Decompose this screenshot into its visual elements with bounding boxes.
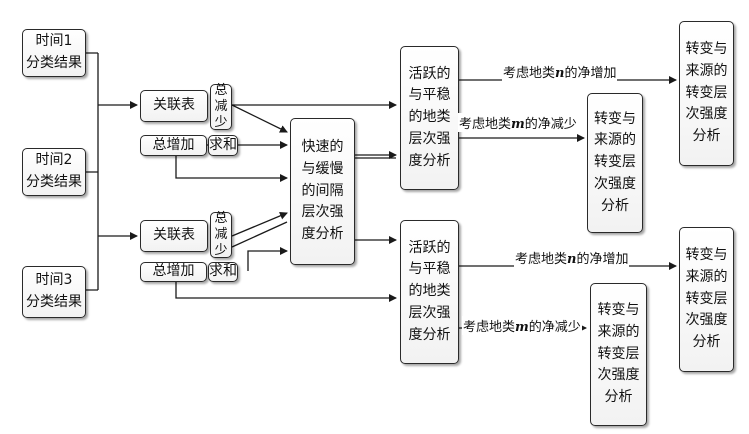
active-stable-2-line-4: 层次强 [408,304,451,321]
total-increase-box-1: 总增加 [140,135,207,156]
active-stable-1-line-3: 的地类 [408,109,451,126]
summation-box-2: 求和 [208,262,238,282]
total-decrease-char-1a: 总 [214,82,228,98]
transition-increase-1-line-5: 分析 [692,128,721,145]
summation-box-1: 求和 [208,135,238,156]
transition-decrease-2-line-3: 转变层 [597,345,640,362]
net-decrease-2-var: m [515,320,529,335]
transition-increase-1-line-2: 来源的 [685,62,728,79]
active-stable-analysis-box-2: 活跃的 与平稳 的地类 层次强 度分析 [400,220,459,364]
active-stable-2-line-5: 度分析 [408,326,451,343]
time2-sub-label: 分类结果 [26,174,82,190]
active-stable-2-line-3: 的地类 [408,283,451,300]
net-decrease-1-suffix: 的净减少 [524,117,577,132]
active-stable-1-line-2: 与平稳 [408,87,451,104]
total-increase-box-2: 总增加 [140,262,207,282]
transition-increase-2-line-2: 来源的 [685,268,728,285]
active-stable-2-line-2: 与平稳 [408,261,451,278]
total-decrease-box-2: 总 减 少 [210,210,232,259]
net-increase-label-1: 考虑地类n的净增加 [502,62,618,81]
transition-source-box-increase-2: 转变与 来源的 转变层 次强度 分析 [679,227,734,372]
transition-source-box-decrease-1: 转变与 来源的 转变层 次强度 分析 [587,93,643,233]
total-decrease-char-2c: 少 [214,243,228,259]
transition-decrease-2-line-2: 来源的 [597,323,640,340]
total-increase-label-1: 总增加 [152,136,195,153]
fast-slow-line-4: 层次强 [301,204,344,221]
transition-decrease-1-line-3: 转变层 [594,154,636,171]
transition-increase-2-line-3: 转变层 [685,290,728,307]
net-increase-label-2: 考虑地类n的净增加 [514,248,630,267]
transition-increase-1-line-3: 转变层 [685,84,728,101]
fast-slow-line-3: 的间隔 [301,182,344,199]
transition-increase-1-line-4: 次强度 [685,106,728,123]
total-decrease-box-1: 总 减 少 [210,82,232,131]
net-decrease-label-1: 考虑地类m的净减少 [458,113,578,132]
transition-increase-2-line-4: 次强度 [685,312,728,329]
net-decrease-2-suffix: 的净减少 [528,320,581,335]
fast-slow-interval-analysis-box: 快速的 与缓慢 的间隔 层次强 度分析 [290,118,355,265]
association-table-box-1: 关联表 [140,90,208,122]
transition-decrease-2-line-1: 转变与 [597,302,640,319]
transition-source-box-decrease-2: 转变与 来源的 转变层 次强度 分析 [590,283,647,426]
time3-sub-label: 分类结果 [26,294,82,310]
total-decrease-char-1b: 减 [214,98,228,114]
fast-slow-line-1: 快速的 [301,139,344,156]
net-decrease-2-prefix: 考虑地类 [463,320,516,335]
time2-result-box: 时间2 分类结果 [22,148,86,196]
total-decrease-char-1c: 少 [214,115,228,131]
time2-label: 时间2 [35,152,73,169]
transition-decrease-2-line-4: 次强度 [597,367,640,384]
active-stable-1-line-4: 层次强 [408,130,451,147]
transition-increase-2-line-5: 分析 [692,334,721,351]
transition-increase-1-line-1: 转变与 [685,41,728,58]
active-stable-1-line-1: 活跃的 [408,65,451,82]
summation-label-2: 求和 [209,263,237,280]
transition-source-box-increase-1: 转变与 来源的 转变层 次强度 分析 [679,21,734,166]
time1-sub-label: 分类结果 [26,55,82,71]
summation-label-1: 求和 [209,136,237,153]
transition-decrease-1-line-4: 次强度 [594,175,636,192]
transition-increase-2-line-1: 转变与 [685,247,728,264]
association-table-label-2: 关联表 [153,227,195,244]
net-increase-1-suffix: 的净增加 [564,66,617,81]
time1-result-box: 时间1 分类结果 [22,29,86,77]
net-decrease-1-prefix: 考虑地类 [459,117,512,132]
active-stable-1-line-5: 度分析 [408,152,451,169]
active-stable-2-line-1: 活跃的 [408,239,451,256]
time3-label: 时间3 [35,272,73,289]
active-stable-analysis-box-1: 活跃的 与平稳 的地类 层次强 度分析 [400,46,459,190]
fast-slow-line-5: 度分析 [301,226,344,243]
transition-decrease-1-line-2: 来源的 [594,132,636,149]
time1-label: 时间1 [35,33,73,50]
net-increase-1-prefix: 考虑地类 [503,66,556,81]
total-increase-label-2: 总增加 [152,263,195,280]
transition-decrease-1-line-5: 分析 [601,197,629,214]
association-table-label-1: 关联表 [153,97,195,114]
net-decrease-label-2: 考虑地类m的净减少 [462,316,582,335]
total-decrease-char-2b: 减 [214,226,228,242]
total-decrease-char-2a: 总 [214,210,228,226]
transition-decrease-2-line-5: 分析 [604,389,633,406]
transition-decrease-1-line-1: 转变与 [594,110,636,127]
net-increase-2-prefix: 考虑地类 [515,252,568,267]
net-increase-2-var: n [567,252,577,267]
fast-slow-line-2: 与缓慢 [301,160,344,177]
net-decrease-1-var: m [511,117,525,132]
net-increase-2-suffix: 的净增加 [576,252,629,267]
net-increase-1-var: n [555,66,565,81]
association-table-box-2: 关联表 [140,220,208,252]
time3-result-box: 时间3 分类结果 [22,266,86,318]
